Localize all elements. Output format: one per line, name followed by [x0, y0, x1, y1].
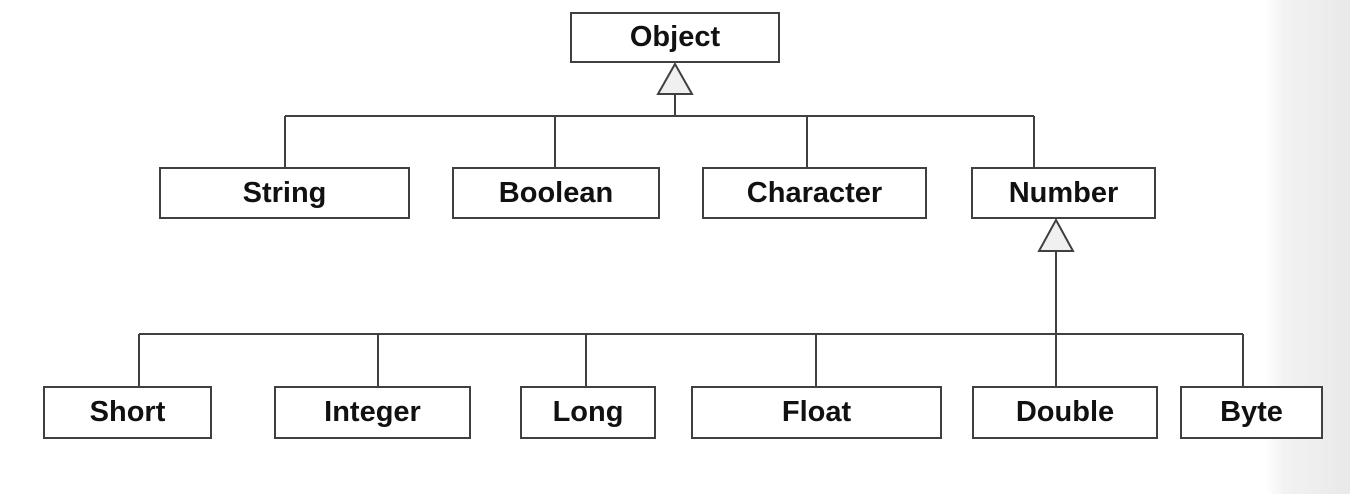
class-label-short: Short — [89, 396, 166, 428]
class-label-number: Number — [1008, 176, 1119, 209]
class-label-byte: Byte — [1220, 396, 1283, 428]
class-box-integer: Integer — [274, 386, 471, 439]
class-label-object: Object — [629, 21, 721, 53]
class-box-boolean: Boolean — [452, 167, 660, 219]
class-label-double: Double — [1015, 396, 1115, 428]
class-box-object: Object — [570, 12, 780, 63]
class-box-string: String — [159, 167, 410, 219]
class-box-number: Number — [971, 167, 1156, 219]
inheritance-triangle-number-icon — [1037, 217, 1075, 252]
connector-number-children — [138, 251, 1244, 387]
class-label-long: Long — [552, 396, 624, 428]
class-box-double: Double — [972, 386, 1158, 439]
class-label-string: String — [242, 176, 327, 209]
class-label-float: Float — [781, 396, 852, 428]
inheritance-triangle-object-icon — [656, 61, 694, 95]
class-box-long: Long — [520, 386, 656, 439]
class-box-character: Character — [702, 167, 927, 219]
class-box-short: Short — [43, 386, 212, 439]
class-label-integer: Integer — [324, 396, 421, 428]
class-label-character: Character — [746, 176, 883, 209]
class-box-byte: Byte — [1180, 386, 1323, 439]
class-label-boolean: Boolean — [498, 176, 614, 209]
connector-object-children — [284, 94, 1035, 167]
class-box-float: Float — [691, 386, 942, 439]
